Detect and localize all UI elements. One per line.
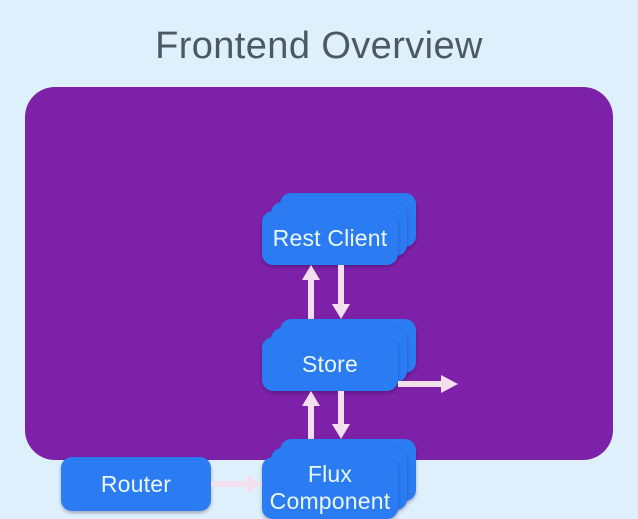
node-rest-client-label: Rest Client: [272, 224, 388, 251]
slide-canvas: Frontend Overview Rest Client St: [25, 25, 613, 519]
node-router-card-front[interactable]: Router: [61, 457, 211, 511]
node-store-card-front[interactable]: Store: [262, 337, 398, 391]
node-rest-client-card-front[interactable]: Rest Client: [262, 211, 398, 265]
arrow-router-to-flux: [211, 474, 262, 494]
node-store[interactable]: Store: [262, 319, 416, 391]
node-router-label: Router: [100, 470, 172, 497]
arrow-store-to-rest-client: [301, 265, 321, 319]
arrow-flux-to-store: [301, 391, 321, 439]
arrow-store-to-flux: [331, 391, 351, 439]
node-flux-component-label: Flux Component: [269, 461, 391, 514]
node-rest-client[interactable]: Rest Client: [262, 193, 416, 265]
arrow-rest-client-to-store: [331, 265, 351, 319]
node-router[interactable]: Router: [61, 457, 211, 511]
node-flux-component-card-front[interactable]: Flux Component: [262, 457, 398, 519]
node-store-label: Store: [302, 350, 358, 377]
node-flux-component[interactable]: Flux Component: [262, 439, 416, 519]
arrow-flux-to-output: [398, 374, 458, 394]
page-title: Frontend Overview: [155, 25, 483, 67]
diagram-panel: Rest Client Store: [25, 87, 613, 519]
